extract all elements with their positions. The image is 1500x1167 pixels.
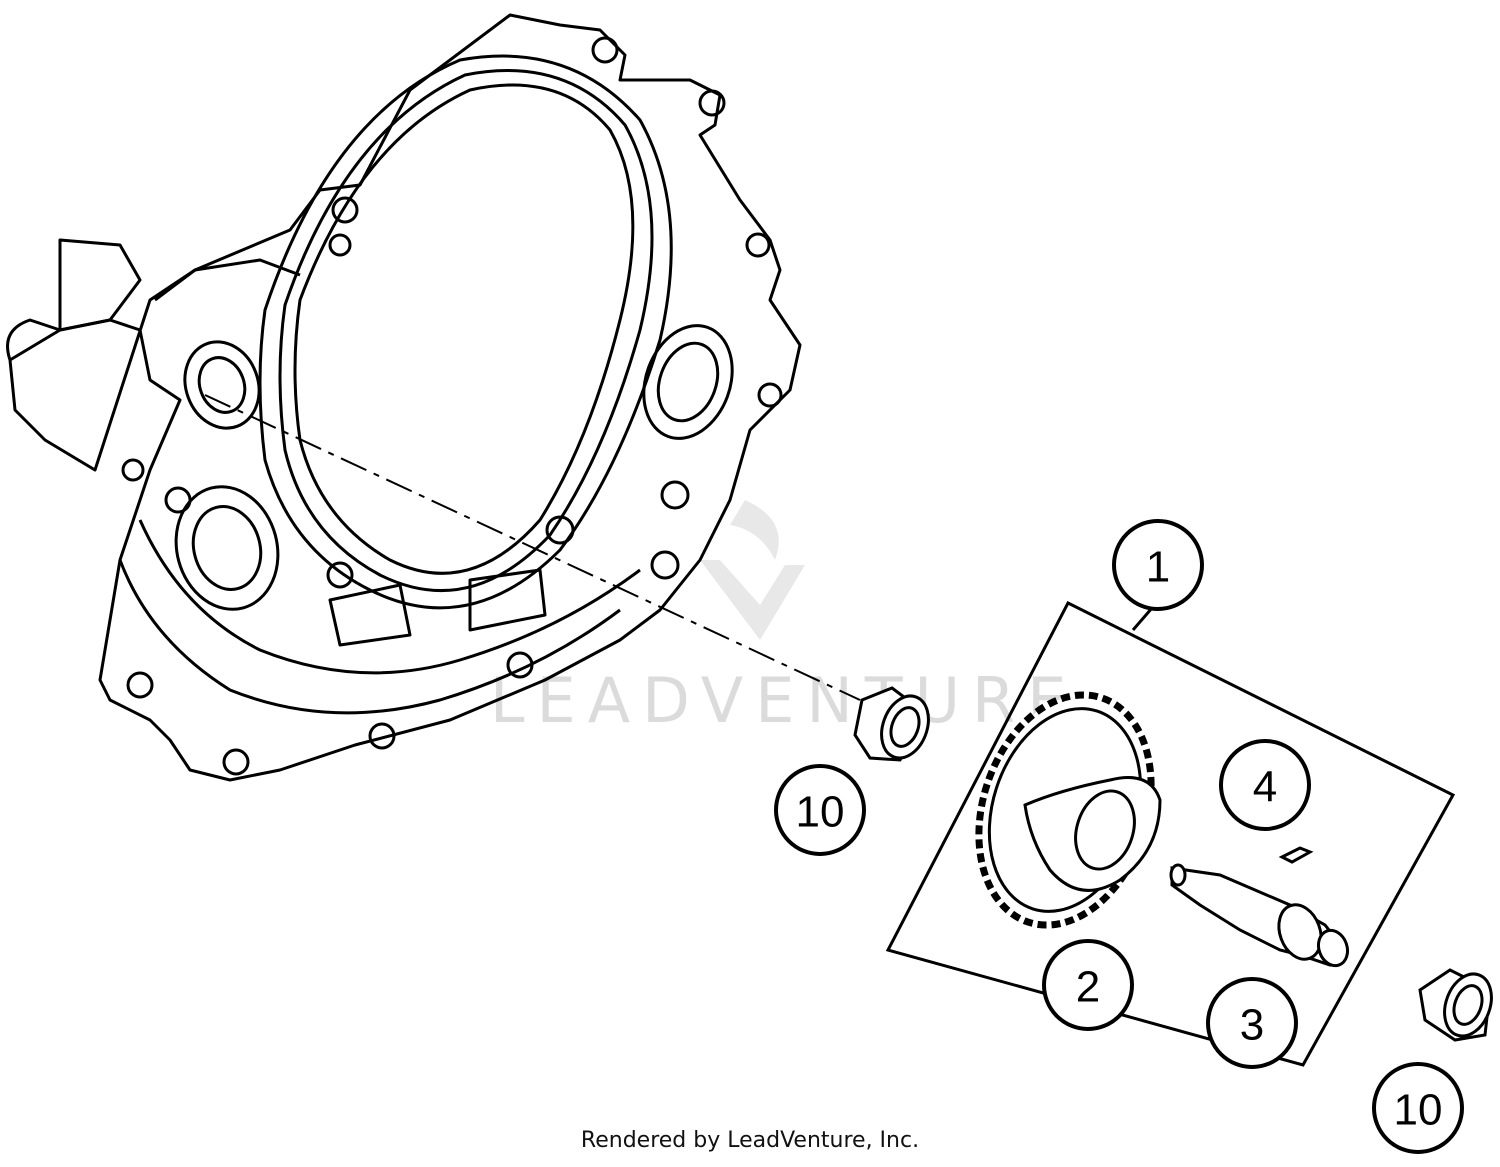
kick-shaft — [1169, 863, 1350, 968]
callout-4-label: 4 — [1253, 763, 1277, 812]
callout-1-label: 1 — [1146, 543, 1170, 592]
bearing-right — [1418, 968, 1493, 1042]
callout-10-right-label: 10 — [1394, 1086, 1443, 1135]
watermark-text: LEADVENTURE — [490, 664, 1078, 737]
bearing-left — [853, 686, 930, 762]
callout-3: 3 — [1206, 977, 1298, 1069]
woodruff-key — [1278, 846, 1314, 864]
callout-10-left: 10 — [774, 764, 866, 856]
callout-10-left-label: 10 — [796, 788, 845, 837]
callout-4: 4 — [1219, 739, 1311, 831]
leader-line — [204, 394, 861, 701]
watermark: LEADVENTURE — [490, 500, 1078, 737]
callout-10-right: 10 — [1372, 1062, 1464, 1154]
clutch-cover-housing — [6, 13, 802, 782]
kick-gear — [975, 691, 1162, 929]
callout-1: 1 — [1112, 519, 1204, 611]
render-credit: Rendered by LeadVenture, Inc. — [580, 1128, 920, 1153]
callout-2: 2 — [1042, 939, 1134, 1031]
callout-3-label: 3 — [1240, 1001, 1264, 1050]
kit-box — [885, 600, 1456, 1067]
callout-2-label: 2 — [1076, 963, 1100, 1012]
